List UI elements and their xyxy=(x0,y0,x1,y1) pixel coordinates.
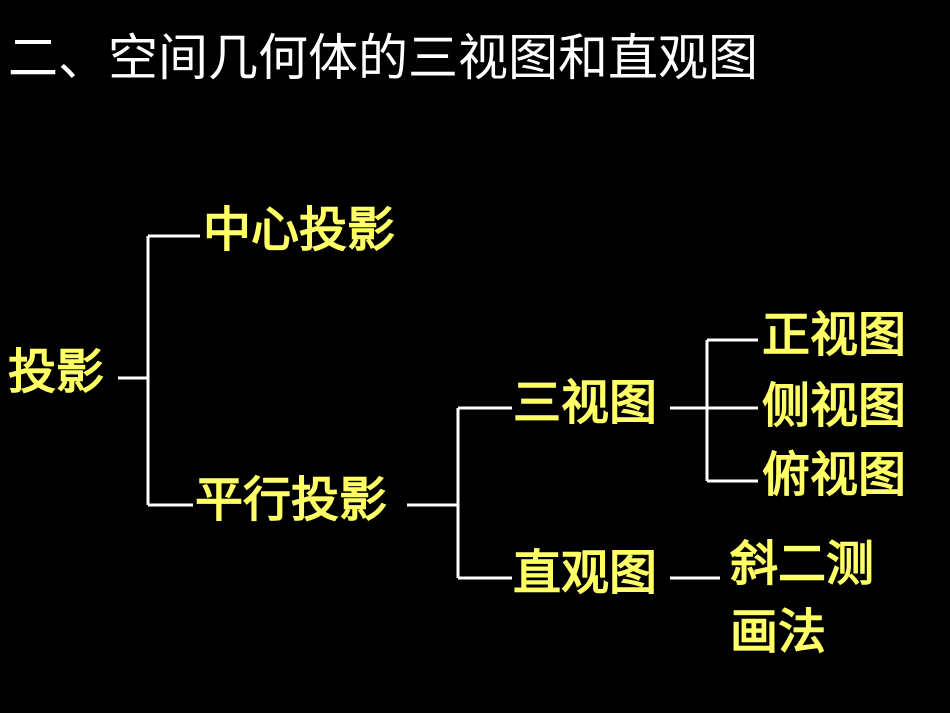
node-projection: 投影 xyxy=(8,344,105,400)
node-three-views: 三视图 xyxy=(513,375,658,431)
node-parallel-projection: 平行投影 xyxy=(195,472,388,528)
node-side-view: 侧视图 xyxy=(762,378,907,434)
node-front-view: 正视图 xyxy=(762,307,907,363)
node-oblique-method-line2: 画法 xyxy=(730,604,827,660)
node-intuitive-view: 直观图 xyxy=(513,545,658,601)
node-top-view: 俯视图 xyxy=(762,447,907,503)
node-oblique-method-line1: 斜二测 xyxy=(730,536,875,592)
node-central-projection: 中心投影 xyxy=(203,202,396,258)
slide-title: 二、空间几何体的三视图和直观图 xyxy=(8,29,758,87)
